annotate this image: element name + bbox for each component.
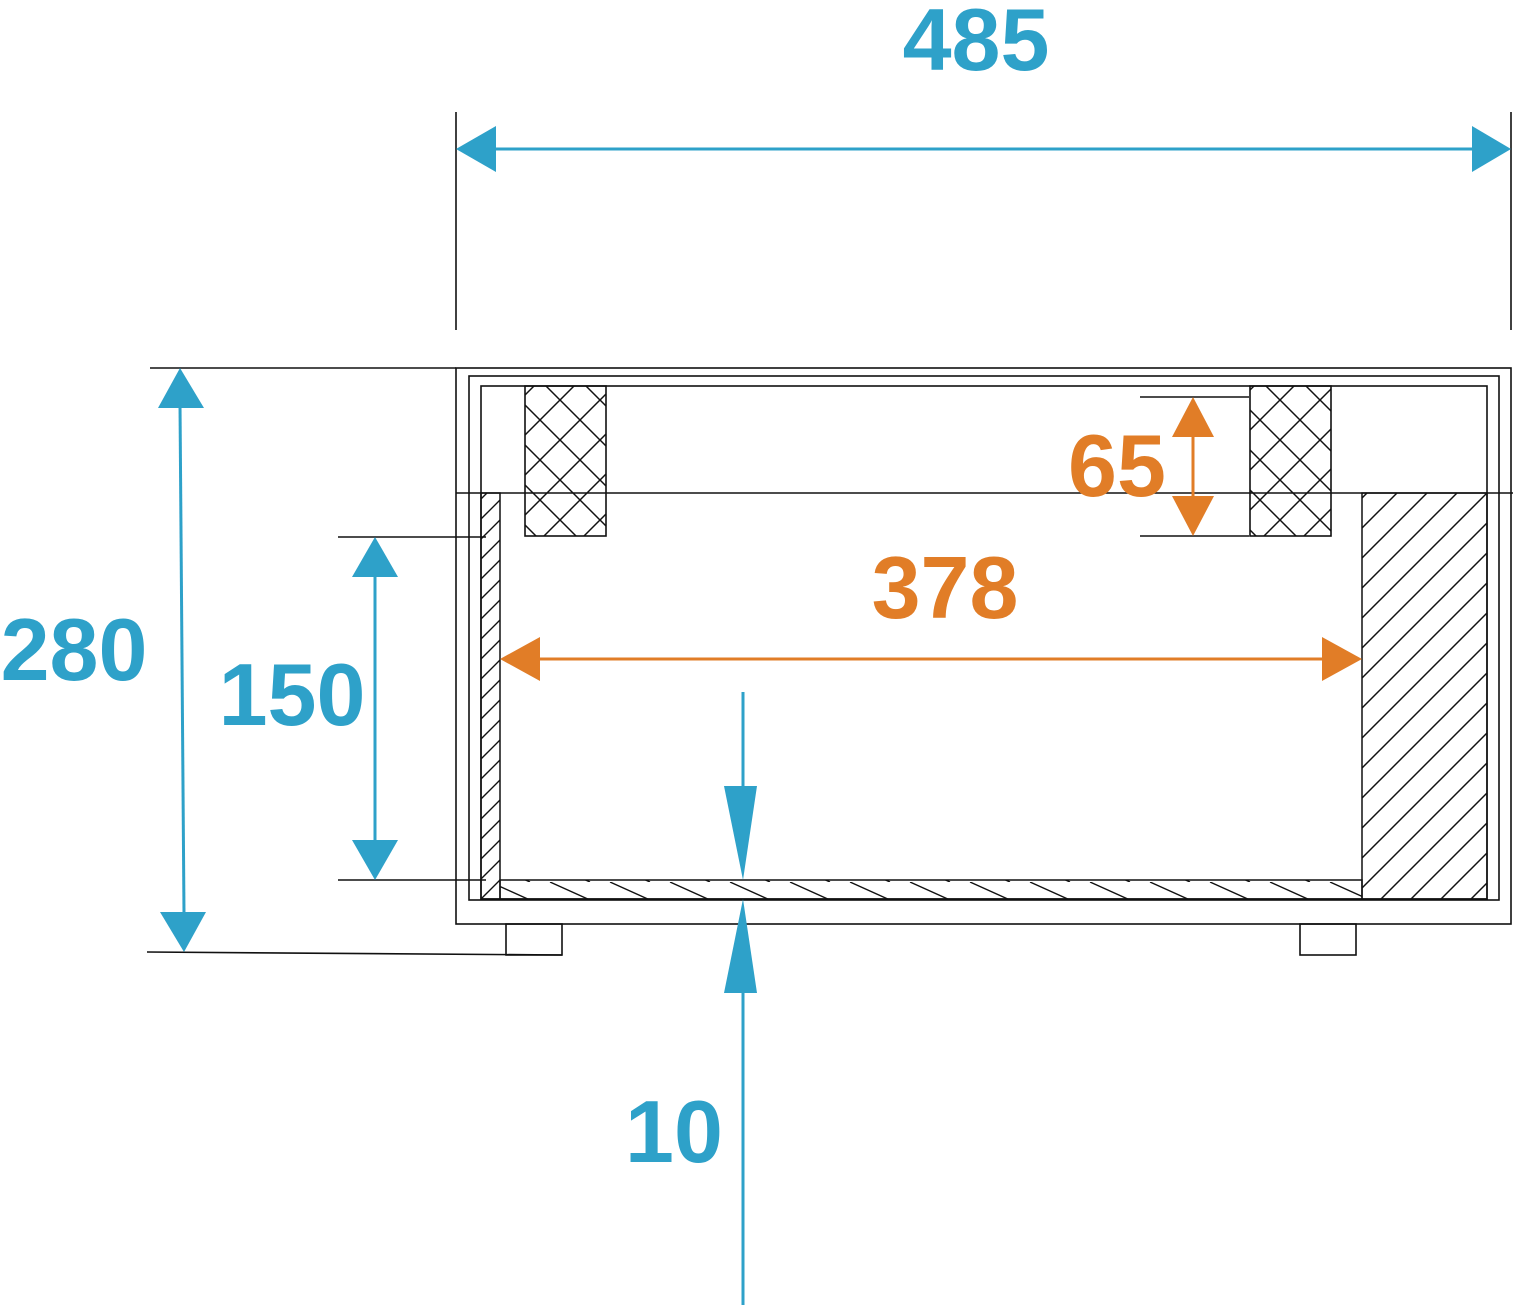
case-inner-skin <box>468 375 1500 901</box>
label-base-thickness-10: 10 <box>625 1082 723 1181</box>
arrowhead-width-right <box>1472 126 1511 172</box>
extension-line-bottom <box>146 951 563 956</box>
label-inner-height-150: 150 <box>219 645 366 744</box>
case-inner-frame <box>480 385 1488 900</box>
dimension-width-485: 485 <box>456 0 1511 172</box>
label-width-485: 485 <box>903 0 1050 89</box>
dimension-height-280: 280 <box>1 368 206 952</box>
dimension-inner-height-150: 150 <box>219 537 398 880</box>
arrowhead-width-left <box>456 126 496 172</box>
lid-foam-block-right <box>1249 385 1332 537</box>
arrowhead-block-height-bottom <box>1172 496 1214 536</box>
arrowhead-height-bottom <box>160 912 206 952</box>
label-height-280: 280 <box>1 600 148 699</box>
arrowhead-inner-height-bottom <box>352 840 398 880</box>
arrowhead-inner-height-top <box>352 537 398 577</box>
right-side-padding <box>1361 492 1488 900</box>
arrowhead-inner-width-right <box>1322 637 1362 681</box>
foot-right <box>1299 923 1357 956</box>
arrowhead-base-down <box>724 786 757 880</box>
arrowhead-base-up <box>724 899 757 993</box>
arrowhead-inner-width-left <box>500 637 540 681</box>
label-inner-width-378: 378 <box>872 538 1019 637</box>
left-side-padding <box>480 492 501 900</box>
label-block-height-65: 65 <box>1068 416 1166 515</box>
dimension-inner-width-378: 378 <box>500 538 1362 681</box>
lid-foam-block-left <box>524 385 607 537</box>
dimension-line-height <box>178 403 186 915</box>
arrowhead-block-height-top <box>1172 397 1214 437</box>
dimension-base-thickness-10: 10 <box>625 692 757 1305</box>
foot-left <box>505 923 563 956</box>
case-outer-wall <box>455 367 1512 925</box>
arrowhead-height-top <box>158 368 204 408</box>
base-padding <box>499 879 1363 900</box>
dimension-block-height-65: 65 <box>1068 397 1214 536</box>
